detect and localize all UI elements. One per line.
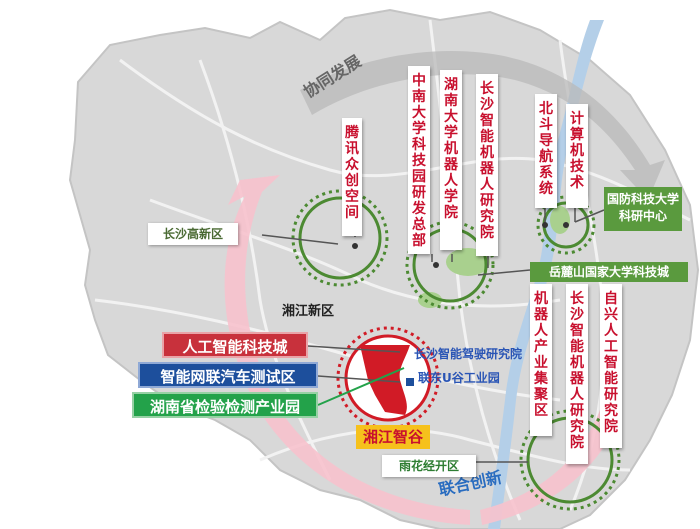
pin-dot: [352, 243, 358, 249]
card-cs-robot-institute-top: 长沙智能机器人研究院: [476, 74, 498, 256]
card-hnu-robot-college: 湖南大学机器人学院: [440, 70, 462, 250]
innovation-arc-left: [224, 175, 470, 525]
district-label-yuhua: 雨花经开区: [382, 455, 476, 477]
tag-inspection-park: 湖南省检验检测产业园: [132, 392, 318, 418]
card-computer-tech: 计算机技术: [566, 104, 588, 208]
card-tencent-space: 腾讯众创空间: [342, 118, 362, 236]
xiangjiang-valley-shape: [360, 345, 410, 415]
tag-connected-car-test: 智能网联汽车测试区: [138, 362, 318, 388]
label-driving-institute: 长沙智能驾驶研究院: [414, 347, 523, 361]
label-nudt-research: 国防科技大学科研中心: [604, 187, 682, 231]
collaboration-arc: [300, 51, 665, 200]
park-area: [418, 292, 442, 308]
pin-dot: [542, 222, 548, 228]
card-cs-robot-institute-bottom: 长沙智能机器人研究院: [566, 284, 588, 464]
card-csu-science-park: 中南大学科技园研发总部: [408, 66, 430, 254]
liandong-marker: [406, 378, 414, 386]
park-area: [550, 206, 570, 234]
district-label-xiangjiang-new: 湘江新区: [282, 304, 335, 319]
card-robot-cluster: 机器人产业集聚区: [530, 284, 552, 436]
label-yuelu-science-city: 岳麓山国家大学科技城: [530, 262, 688, 282]
district-label-hightech: 长沙高新区: [148, 223, 238, 245]
tag-ai-science-city: 人工智能科技城: [162, 332, 308, 358]
card-zixing-ai: 自兴人工智能研究院: [600, 284, 622, 448]
label-liandong-park: 联东U谷工业园: [418, 371, 500, 385]
pin-dot: [563, 222, 569, 228]
tag-xiangjiang-valley: 湘江智谷: [356, 425, 430, 449]
pin-dot: [433, 262, 439, 268]
card-beidou: 北斗导航系统: [535, 94, 557, 208]
